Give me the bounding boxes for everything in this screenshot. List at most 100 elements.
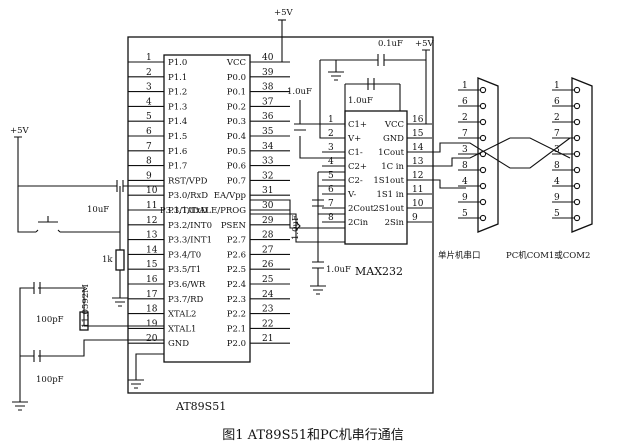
pc-port-label: PC机COM1或COM2: [506, 250, 590, 261]
max232-pin-number: 3: [328, 143, 334, 153]
mcu-ground-symbol: [128, 379, 144, 389]
mcu-pin-number: 9: [146, 171, 152, 181]
mcu-pin-number: 31: [262, 186, 273, 196]
mcu-pin-number: 21: [262, 334, 273, 344]
max232-pin-label: 2Cout: [348, 204, 375, 214]
max232-pin-label: C1-: [348, 148, 363, 158]
xtal-label: 11.0592M: [81, 284, 91, 328]
mcu-pin-label: P3.3/INT1: [168, 236, 212, 246]
figure-caption: 图1 AT89S51和PC机串行通信: [222, 428, 404, 443]
mcu-pin-number: 38: [262, 83, 274, 93]
max232-inner-label: GND: [383, 134, 404, 144]
cap-x1-label: 100pF: [36, 315, 64, 325]
rxd-wire: [250, 213, 345, 243]
mcu-pin-label: P2.3: [227, 295, 246, 305]
max232-pin-number: 7: [328, 199, 334, 209]
max-vplus-wire: [319, 60, 345, 139]
db9-pin-number: 4: [462, 177, 468, 187]
vcc-top-label: +5V: [274, 8, 294, 18]
mcu-pin-number: 18: [146, 305, 158, 315]
cap-left-wire: [299, 100, 345, 159]
mcu-name: AT89S51: [175, 400, 226, 413]
db9-pin-dot: [479, 198, 487, 206]
mcu-pin-number: 15: [146, 260, 158, 270]
db9-pin-dot: [479, 134, 487, 142]
mcu-pin-label: P2.0: [227, 339, 246, 349]
mcu-pin-label: P3.5/T1: [168, 265, 201, 275]
max232-inner-label: 2S1out: [373, 204, 404, 214]
db9-pin-number: 7: [462, 129, 468, 139]
max232-pin-number: 12: [412, 171, 423, 181]
crystal: [79, 311, 89, 331]
mcu-pin-number: 28: [262, 231, 274, 241]
db9-pin-dot: [573, 214, 581, 222]
db9-pin-number: 2: [462, 113, 468, 123]
reset-ground: [112, 270, 128, 307]
mcu-pin-number: 5: [146, 112, 152, 122]
db9-pin-number: 9: [554, 193, 560, 203]
db9-pin-number: 1: [554, 81, 560, 91]
mcu-pin-number: 36: [262, 112, 274, 122]
cap-rst-label: 10uF: [87, 205, 109, 215]
max232-name: MAX232: [355, 265, 403, 278]
max232-inner-label: VCC: [384, 120, 404, 130]
mcu-pin-label: P3.7/RD: [168, 295, 204, 305]
cap-c2-plates: [312, 199, 324, 207]
db9-pin-number: 7: [554, 129, 560, 139]
mcu-pin-number: 1: [146, 53, 152, 63]
max232-inner-label: 1C in: [381, 162, 404, 172]
max232-pin-label: C2+: [348, 162, 367, 172]
db9-pin-number: 9: [462, 193, 468, 203]
mcu-pin-number: 40: [262, 53, 274, 63]
mcu-pin-number: 37: [262, 97, 274, 107]
mcu-pin-label: RST/VPD: [168, 176, 208, 186]
db9-pin-number: 2: [554, 113, 560, 123]
mcu-pin-number: 27: [262, 245, 274, 255]
mcu-pin-number: 22: [262, 319, 273, 329]
max232-inner-label: 1Cout: [378, 148, 405, 158]
mcu-pin-label: P3.6/WR: [168, 280, 206, 290]
max232-pin-number: 15: [412, 129, 424, 139]
mcu-pin-label: P1.2: [168, 88, 187, 98]
mcu-pin-number: 6: [146, 127, 152, 137]
reset-resistor: [115, 249, 125, 271]
mcu-pin-label: P1.1: [168, 73, 187, 83]
mcu-pin-number: 12: [146, 216, 157, 226]
mcu-pin-number: 35: [262, 127, 274, 137]
mcu-pin-label: P0.0: [227, 73, 246, 83]
db9-pin-dot: [573, 102, 581, 110]
mcu-pin-number: 11: [146, 201, 157, 211]
db9-pin-dot: [573, 150, 581, 158]
mcu-pin-number: 29: [262, 216, 274, 226]
reset-button: [35, 216, 61, 233]
max232-pin-number: 6: [328, 185, 334, 195]
mcu-pin-number: 19: [146, 319, 158, 329]
mcu-gnd-wire: [135, 353, 164, 380]
mcu-pin-label: XTAL1: [168, 324, 196, 334]
mcu-pin-number: 25: [262, 275, 274, 285]
mcu-pin-label: P1.5: [168, 132, 187, 142]
cap-top-plates: [377, 54, 385, 66]
max232-pin-number: 13: [412, 157, 424, 167]
mcu-pin-number: 32: [262, 171, 273, 181]
mcu-pin-label: P3.0/RxD: [168, 191, 208, 201]
vcc-left-label: +5V: [10, 126, 30, 136]
mcu-pin-label: P2.5: [227, 265, 246, 275]
xtal-gnd-wire: [19, 287, 34, 402]
db9-pin-dot: [573, 182, 581, 190]
xtal2-wire: [38, 287, 164, 327]
rxd-crossover: [295, 221, 301, 231]
max232-pin-number: 9: [412, 213, 418, 223]
max232-pin-number: 2: [328, 129, 334, 139]
max232-body: [344, 110, 408, 245]
cap-c1-plates: [367, 78, 375, 90]
mcu-pin-label: PSEN: [221, 221, 247, 231]
mcu-pin-label: P0.3: [227, 117, 246, 127]
max232-pin-number: 16: [412, 115, 424, 125]
max232-pin-label: V+: [347, 134, 361, 144]
max232-pin-label: C2-: [348, 176, 363, 186]
max232-pin-number: 8: [328, 213, 334, 223]
mcu-pin-label: P3.4/T0: [168, 250, 201, 260]
